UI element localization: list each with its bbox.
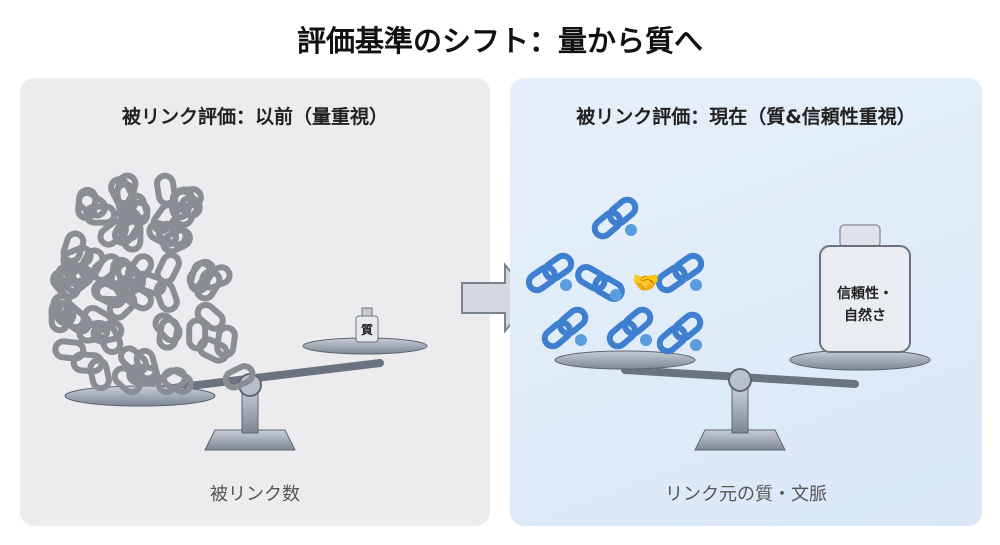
chain-link bbox=[153, 172, 178, 207]
shield-check-icon bbox=[640, 334, 652, 346]
chain-link bbox=[172, 195, 201, 228]
page-title: 評価基準のシフト：量から質へ bbox=[296, 24, 703, 58]
shield-check-icon bbox=[690, 279, 702, 291]
chain-link bbox=[154, 251, 182, 285]
chain-link bbox=[591, 209, 623, 240]
chain-link bbox=[153, 279, 180, 313]
large-weight-label: 信頼性・ 自然さ bbox=[820, 283, 910, 327]
chain-link bbox=[607, 196, 639, 227]
chain-link bbox=[541, 319, 573, 350]
shield-check-icon bbox=[575, 334, 587, 346]
scale-base bbox=[204, 387, 296, 451]
right-caption: リンク元の質・文脈 bbox=[665, 484, 827, 505]
chain-link bbox=[150, 202, 180, 235]
left-panel-before: 被リンク評価：以前（量重視） 質 被リンク数 bbox=[20, 78, 490, 526]
scale-pivot bbox=[728, 368, 752, 392]
chain-link bbox=[111, 365, 143, 396]
chain-link bbox=[91, 279, 126, 303]
chain-link bbox=[152, 312, 183, 344]
chain-link bbox=[60, 305, 93, 335]
chain-link bbox=[656, 324, 688, 355]
chain-link bbox=[655, 264, 688, 294]
chain-link bbox=[622, 306, 654, 337]
chain-link bbox=[55, 262, 90, 286]
chain-link bbox=[52, 338, 87, 362]
weight-label-line2: 自然さ bbox=[844, 308, 886, 324]
chain-link bbox=[542, 252, 575, 282]
chain-link bbox=[126, 363, 161, 387]
chain-link bbox=[214, 324, 238, 359]
chain-link bbox=[161, 367, 194, 395]
shield-check-icon bbox=[690, 339, 702, 351]
weight-label-line1: 信頼性・ bbox=[837, 286, 893, 302]
chain-link bbox=[83, 203, 118, 226]
chain-link bbox=[87, 357, 112, 392]
large-weight-icon bbox=[819, 224, 911, 353]
right-panel-now: 被リンク評価：現在（質&信頼性重視） 🤝 信頼性・ 自然さ リンク元の質・文脈 bbox=[510, 78, 982, 526]
shield-check-icon bbox=[560, 279, 572, 291]
chain-link bbox=[90, 319, 125, 345]
chain-link bbox=[97, 218, 129, 248]
chain-link bbox=[125, 253, 155, 285]
left-pan-light bbox=[554, 350, 696, 370]
chain-link bbox=[606, 319, 638, 350]
chain-link bbox=[60, 230, 87, 264]
chain-link bbox=[48, 299, 71, 334]
small-weight-label: 質 bbox=[360, 323, 373, 337]
tilted-scale-quality: 🤝 bbox=[525, 196, 931, 451]
chain-link bbox=[75, 189, 108, 219]
chain-link bbox=[160, 227, 193, 255]
chain-link bbox=[186, 317, 209, 352]
chain-link bbox=[70, 351, 105, 375]
left-panel-heading: 被リンク評価：以前（量重視） bbox=[121, 106, 388, 128]
shield-check-icon bbox=[610, 289, 622, 301]
chain-link bbox=[525, 264, 558, 294]
chain-link bbox=[575, 264, 608, 292]
left-caption: 被リンク数 bbox=[210, 484, 300, 505]
chain-pile-icon bbox=[48, 172, 256, 396]
chain-link bbox=[672, 252, 705, 282]
chain-link bbox=[557, 306, 589, 337]
chain-link bbox=[77, 247, 106, 281]
verified-chain-links-icon bbox=[525, 196, 705, 355]
chain-link bbox=[186, 258, 217, 291]
handshake-icon: 🤝 bbox=[632, 271, 659, 296]
chain-link bbox=[222, 363, 256, 391]
chain-link bbox=[672, 311, 704, 342]
shield-check-icon bbox=[625, 224, 637, 236]
tilted-scale-quantity bbox=[48, 172, 428, 451]
chain-link bbox=[114, 181, 138, 216]
right-panel-heading: 被リンク評価：現在（質&信頼性重視） bbox=[576, 106, 916, 128]
scale-base bbox=[694, 387, 786, 451]
